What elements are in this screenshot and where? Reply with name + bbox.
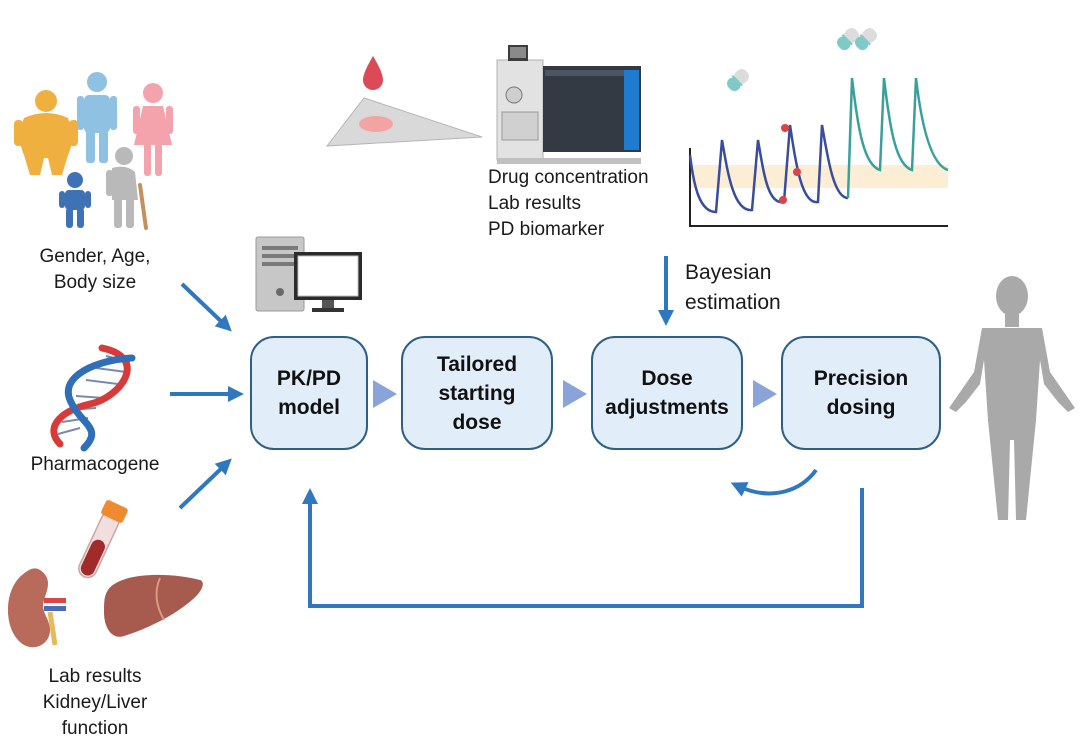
step-chevrons — [373, 380, 777, 408]
people-icon — [14, 72, 173, 230]
step-pk-pd-model: PK/PD model — [250, 336, 368, 450]
demographics-arrow — [180, 282, 232, 332]
pharmacogene-label: Pharmacogene — [30, 454, 160, 475]
lab-results-label: Lab results Kidney/Liver function — [42, 666, 148, 739]
liver-icon — [104, 574, 203, 637]
monitoring-label: Drug concentration Lab results PD biomar… — [488, 167, 649, 240]
lab-results-arrow — [178, 458, 232, 510]
dna-icon — [50, 344, 136, 452]
bayesian-estimation-label: Bayesian estimation — [685, 261, 781, 314]
concentration-graph-icon — [688, 77, 949, 227]
blood-tube-icon — [78, 500, 128, 579]
kidney-icon — [7, 568, 66, 648]
feedback-arrow — [730, 468, 818, 497]
blood-slide-icon — [325, 56, 483, 147]
demographics-label: Gender, Age, Body size — [39, 246, 151, 293]
step-tailored-starting-dose: Tailored starting dose — [401, 336, 553, 450]
flow-arrows — [170, 256, 864, 608]
computer-icon — [255, 236, 362, 312]
mass-spectrometer-icon — [496, 45, 641, 164]
model-update-loop-arrow — [302, 488, 864, 608]
human-body-icon — [949, 276, 1075, 520]
step-dose-adjustments: Dose adjustments — [591, 336, 743, 450]
capsule-icon — [727, 28, 877, 91]
step-precision-dosing: Precision dosing — [781, 336, 941, 450]
